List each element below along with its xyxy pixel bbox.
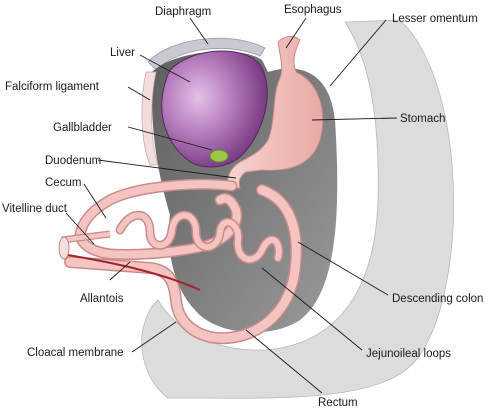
label-gallbladder: Gallbladder	[53, 122, 112, 134]
leader-diaphragm	[189, 17, 209, 45]
leader-falciform	[127, 86, 151, 101]
label-cloacal-membrane: Cloacal membrane	[27, 347, 124, 359]
body-wall	[141, 19, 455, 399]
leader-liver	[139, 54, 191, 83]
leader-allantois	[109, 261, 131, 281]
leader-gallbladder	[127, 126, 213, 151]
label-falciform-ligament: Falciform ligament	[5, 81, 100, 93]
label-diaphragm: Diaphragm	[155, 6, 211, 18]
gallbladder-shape	[209, 149, 229, 163]
label-rectum: Rectum	[318, 397, 358, 409]
leader-cloacal	[131, 321, 177, 353]
leader-stomach	[311, 117, 398, 121]
label-cecum: Cecum	[45, 177, 81, 189]
leader-duodenum	[97, 159, 237, 179]
label-descending-colon: Descending colon	[392, 293, 483, 305]
leader-jejunoileal	[261, 267, 363, 351]
label-vitelline-duct: Vitelline duct	[2, 203, 68, 215]
diaphragm-shape	[147, 37, 266, 71]
leader-esophagus	[285, 17, 307, 49]
leader-lesser-omentum	[329, 19, 387, 87]
label-lesser-omentum: Lesser omentum	[392, 13, 478, 25]
umbilical-stump	[58, 236, 70, 260]
label-liver: Liver	[110, 47, 135, 59]
falciform-ligament-shape	[141, 71, 159, 166]
vitelline-duct-fill	[61, 231, 111, 243]
allantois-vessel	[61, 253, 201, 291]
label-duodenum: Duodenum	[45, 155, 101, 167]
stomach-shape	[227, 35, 324, 189]
liver-shape	[161, 50, 268, 168]
label-jejunoileal-loops: Jejunoileal loops	[366, 348, 451, 360]
leader-rectum	[245, 329, 323, 394]
label-stomach: Stomach	[400, 113, 445, 125]
label-allantois: Allantois	[80, 293, 124, 305]
leader-cecum	[83, 183, 107, 219]
colon-rectum-fill	[65, 185, 301, 343]
leader-vitelline	[65, 212, 95, 245]
label-esophagus: Esophagus	[284, 4, 342, 16]
leader-descending-colon	[297, 241, 389, 296]
jejunoileal-coils-fill	[117, 212, 282, 263]
